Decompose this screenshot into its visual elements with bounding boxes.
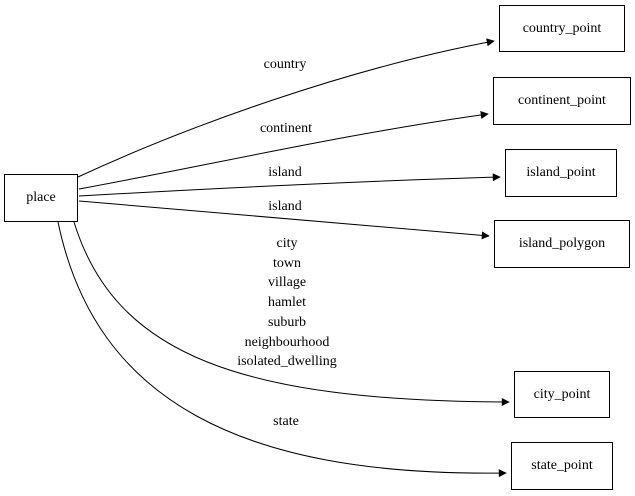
node-country-point: country_point (499, 5, 625, 52)
node-city-point: city_point (514, 371, 610, 418)
node-island-polygon-label: island_polygon (518, 236, 606, 251)
edge-place-city-point (73, 221, 510, 406)
node-island-point-label: island_point (526, 165, 596, 180)
edge-label-state: state (273, 414, 299, 429)
edge-label-city-line: town (273, 255, 301, 271)
edge-place-state-point (57, 221, 507, 478)
edge-label-city-line: city (276, 236, 298, 251)
node-continent-point-label: continent_point (518, 93, 606, 108)
node-state-point-label: state_point (531, 458, 593, 473)
edge-label-country: country (263, 57, 307, 72)
edge-place-country-point (77, 38, 495, 178)
edge-label-continent: continent (259, 121, 313, 136)
node-country-point-label: country_point (522, 20, 602, 36)
edge-label-city-line: neighbourhood (244, 334, 330, 350)
edge-label-island-polygon: island (268, 199, 302, 214)
edge-place-island-polygon (78, 200, 490, 240)
edge-label-city-line: hamlet (267, 295, 307, 311)
edge-label-island-point: island (268, 165, 302, 180)
edge-label-city-line: isolated_dwelling (237, 354, 337, 370)
node-place: place (4, 174, 78, 222)
node-island-point: island_point (505, 149, 617, 197)
node-state-point: state_point (511, 442, 613, 490)
edge-place-island-point (78, 173, 501, 197)
edge-label-city-line: suburb (267, 314, 307, 330)
edge-label-city-multiline: city town village hamlet suburb neighbou… (187, 234, 387, 372)
node-place-label: place (26, 190, 56, 205)
node-island-polygon: island_polygon (494, 220, 630, 268)
edge-place-continent-point (78, 111, 489, 190)
node-city-point-label: city_point (533, 386, 591, 402)
node-continent-point: continent_point (493, 77, 631, 125)
edge-label-city-line: village (267, 275, 307, 291)
